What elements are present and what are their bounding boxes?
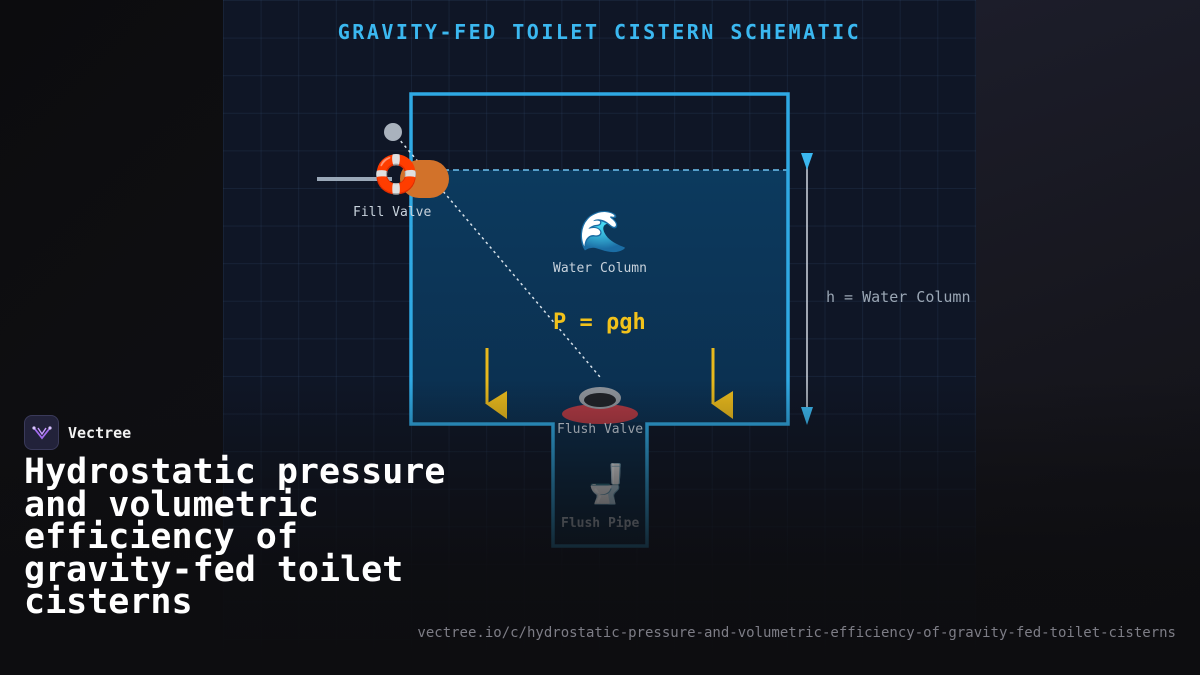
water-fill bbox=[413, 170, 787, 422]
lifebuoy-float-icon: 🛟 bbox=[373, 153, 420, 196]
diagram-title: GRAVITY-FED TOILET CISTERN SCHEMATIC bbox=[337, 20, 862, 44]
flush-valve-label: Flush Valve bbox=[557, 422, 644, 437]
vectree-logo-icon bbox=[24, 415, 59, 450]
height-dimension-arrow bbox=[801, 153, 813, 425]
fill-valve-label: Fill Valve bbox=[353, 205, 432, 220]
height-dimension-label: h = Water Column bbox=[826, 288, 971, 306]
article-headline: Hydrostatic pressure and volumetric effi… bbox=[24, 452, 446, 622]
water-wave-icon: 🌊 bbox=[578, 209, 628, 255]
pressure-formula: P = ρgh bbox=[553, 310, 646, 335]
water-column-label: Water Column bbox=[553, 261, 647, 276]
float-body bbox=[400, 160, 449, 198]
flush-pipe-label: Flush Pipe bbox=[561, 516, 640, 531]
brand-name: Vectree bbox=[68, 423, 132, 442]
toilet-icon: 🚽 bbox=[582, 462, 630, 506]
brand: Vectree bbox=[24, 415, 131, 450]
article-url[interactable]: vectree.io/c/hydrostatic-pressure-and-vo… bbox=[417, 625, 1176, 641]
pivot-ball bbox=[384, 123, 402, 141]
